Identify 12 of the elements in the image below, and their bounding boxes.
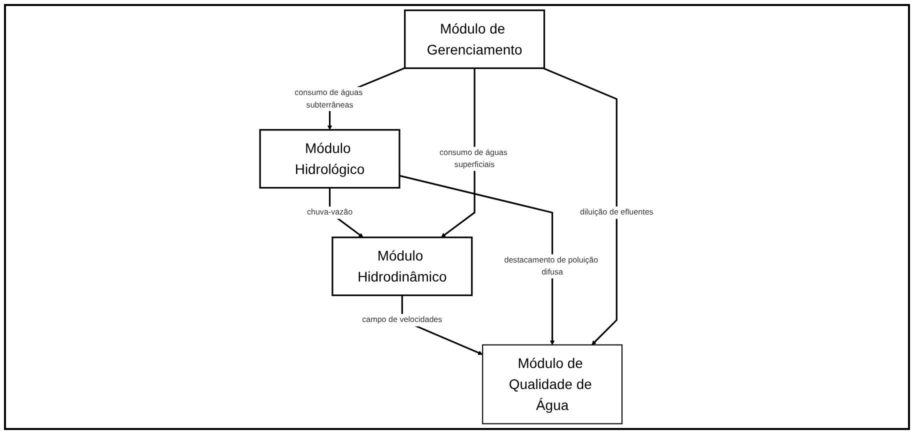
edge-label: campo de velocidades [362,315,442,324]
node-box: Módulo Hidrodinâmico [332,236,473,296]
node-box: Módulo de Qualidade de Água [482,344,623,424]
edge-label: consumo de águas superficiais [440,148,508,170]
node-box: Módulo Hidrológico [260,129,401,189]
edge-label: chuva-vazão [307,208,353,217]
node-box: Módulo de Gerenciamento [404,9,546,69]
edge-label: diluição de efluentes [580,208,654,217]
arrow [543,67,618,346]
edge-label: destacamento de poluição difusa [504,255,598,277]
arrow [400,174,555,346]
edge-label: consumo de águas subterrâneas [294,88,363,110]
